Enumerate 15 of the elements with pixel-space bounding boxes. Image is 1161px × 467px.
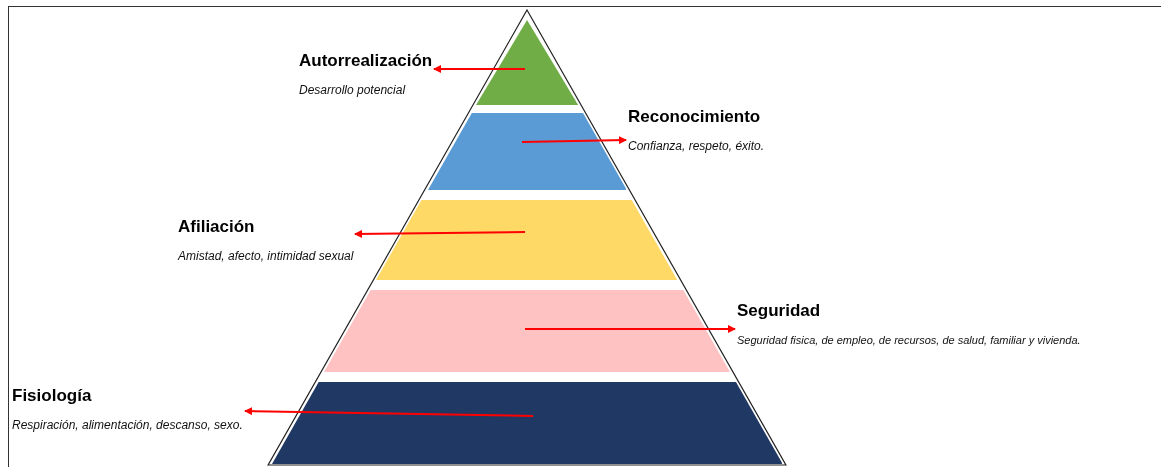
arrow xyxy=(433,65,526,73)
level-description: Amistad, afecto, intimidad sexual xyxy=(178,248,354,264)
arrow xyxy=(521,136,627,145)
level-description: Respiración, alimentación, descanso, sexo. xyxy=(12,417,243,433)
arrow xyxy=(354,229,526,238)
arrow xyxy=(244,407,534,417)
level-description: Desarrollo potencial xyxy=(299,82,407,98)
level-description: Seguridad fisica, de empleo, de recursos, de salud, familiar y vivienda. xyxy=(737,333,1081,348)
arrow xyxy=(524,325,736,333)
level-title: Autorrealización xyxy=(299,50,433,72)
level-description: Confianza, respeto, éxito. xyxy=(628,138,765,154)
level-title: Afiliación xyxy=(178,216,256,238)
level-title: Reconocimiento xyxy=(628,106,762,128)
level-title: Fisiología xyxy=(12,385,93,407)
level-title: Seguridad xyxy=(737,300,822,322)
